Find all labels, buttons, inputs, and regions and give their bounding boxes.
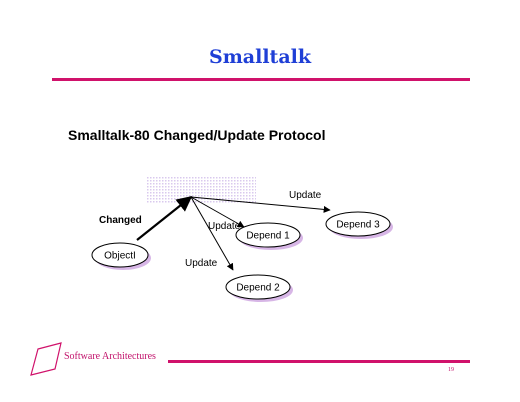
node-depend3: Depend 3 bbox=[325, 211, 393, 239]
page-number: 19 bbox=[448, 367, 454, 373]
node-depend2: Depend 2 bbox=[225, 274, 293, 302]
update-label-depend1: Update bbox=[208, 221, 241, 232]
update-arrow-depend2 bbox=[190, 196, 234, 271]
node-object: ObjectI bbox=[91, 242, 151, 270]
slide-title: Smalltalk bbox=[208, 46, 312, 68]
node-depend2-label: Depend 2 bbox=[236, 283, 280, 294]
slide-subtitle: Smalltalk-80 Changed/Update Protocol bbox=[68, 127, 326, 143]
changed-label: Changed bbox=[99, 215, 142, 226]
changed-arrow bbox=[136, 196, 193, 241]
title-divider bbox=[52, 78, 470, 81]
update-arrow-depend1 bbox=[190, 196, 245, 228]
update-label-depend2: Update bbox=[185, 258, 218, 269]
node-depend1-label: Depend 1 bbox=[246, 231, 290, 242]
node-depend3-label: Depend 3 bbox=[336, 220, 380, 231]
notification-area bbox=[146, 177, 256, 203]
node-depend1: Depend 1 bbox=[235, 222, 303, 250]
logo-icon bbox=[30, 342, 62, 376]
node-object-label: ObjectI bbox=[104, 251, 136, 262]
update-label-depend3: Update bbox=[289, 190, 322, 201]
footer-label: Software Architectures bbox=[64, 351, 156, 362]
footer-divider bbox=[168, 360, 470, 363]
update-arrow-depend3 bbox=[190, 196, 331, 213]
